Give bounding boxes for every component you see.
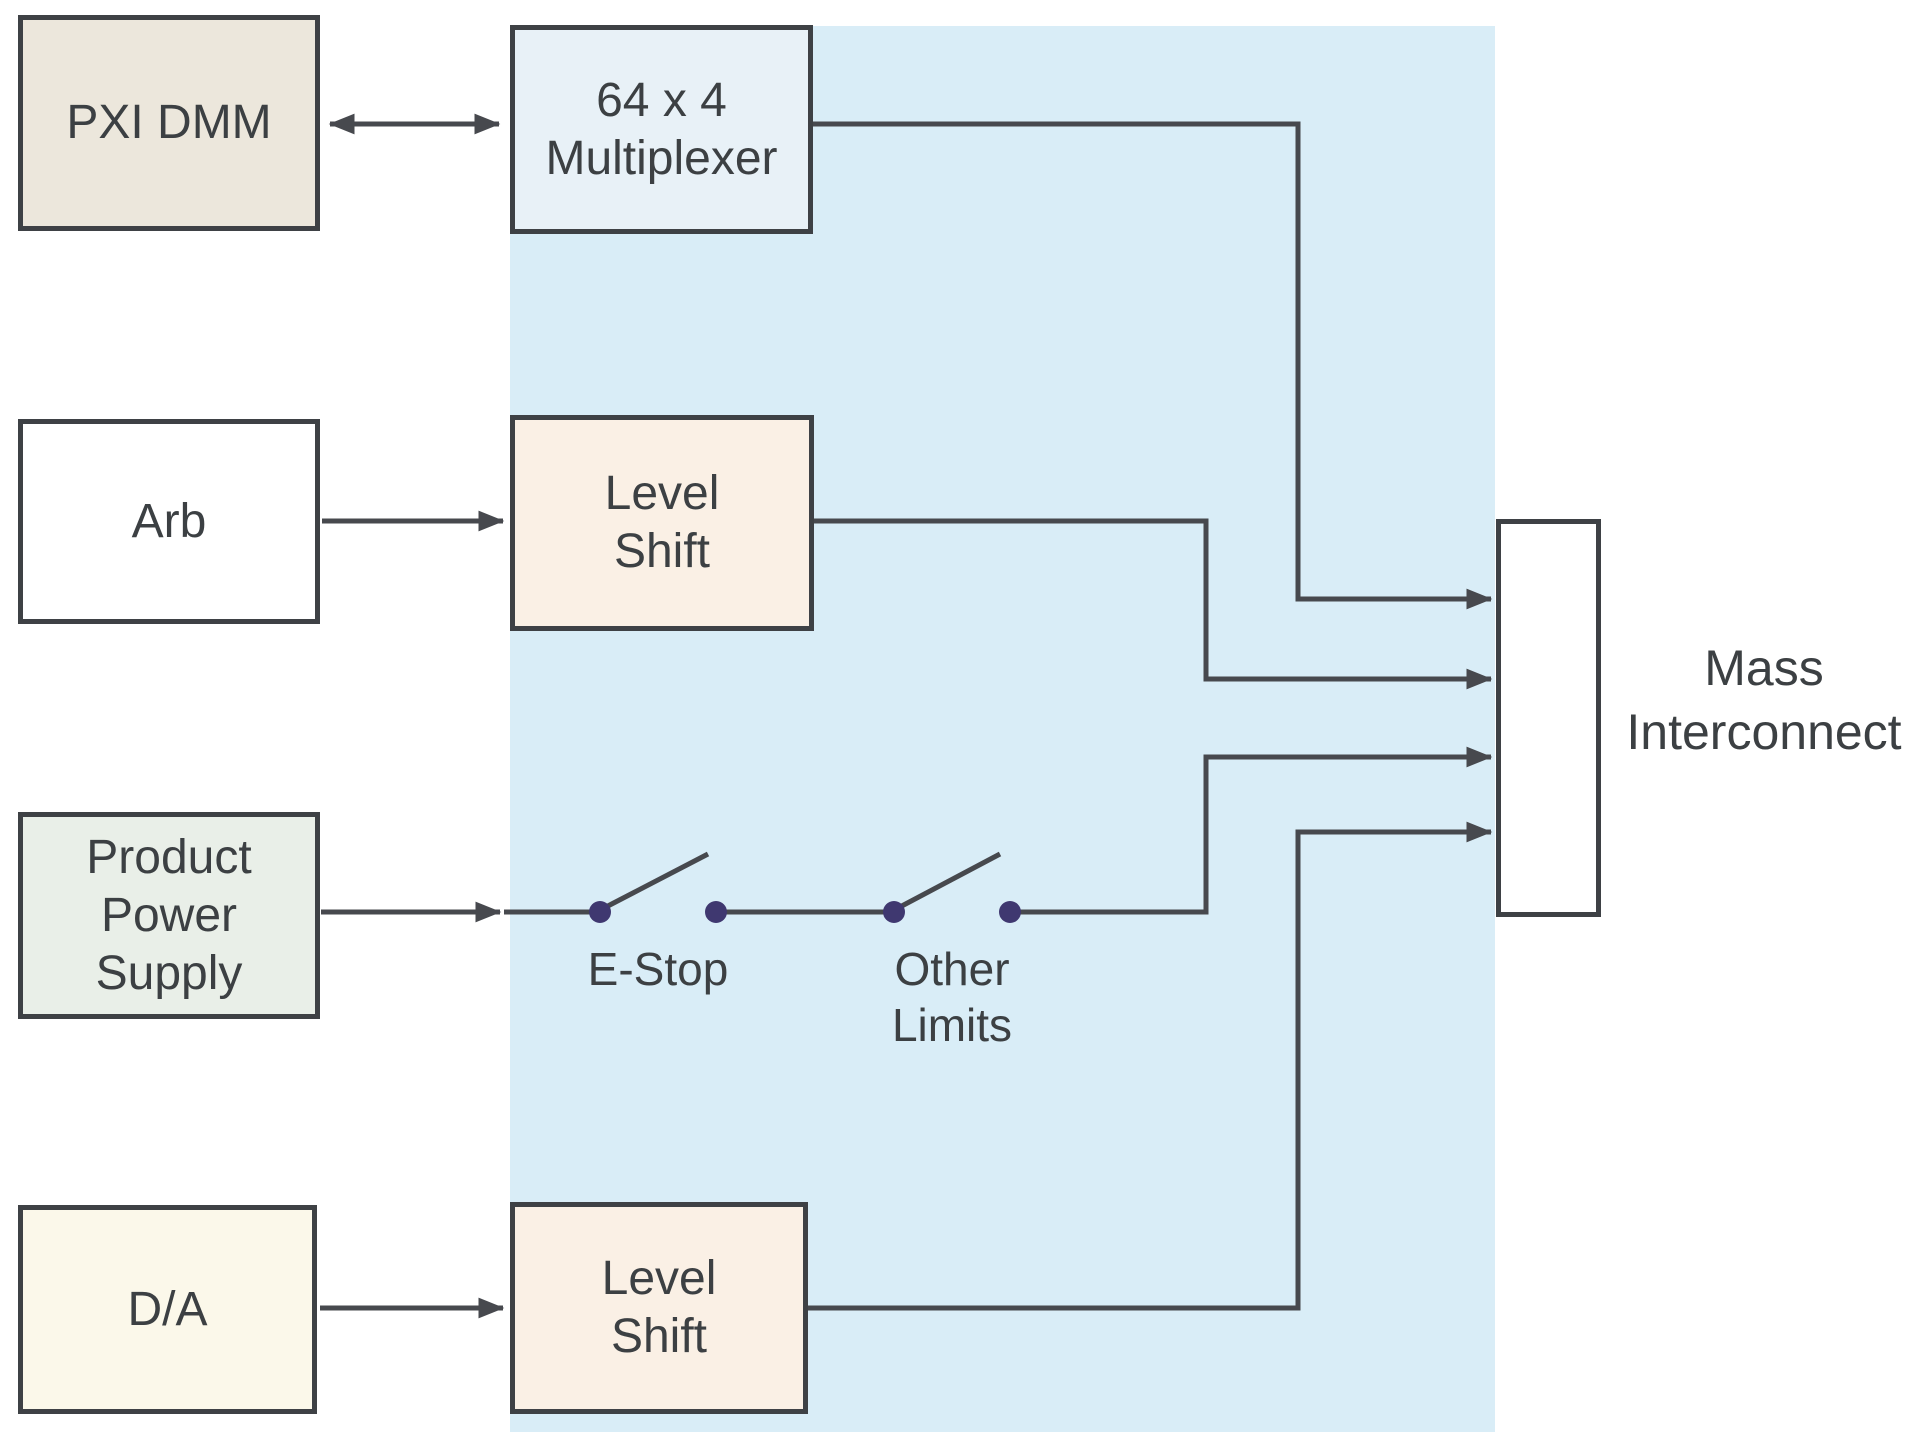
node-arb: Arb	[18, 419, 320, 624]
node-arb-label: Arb	[131, 494, 207, 548]
node-pxi-dmm: PXI DMM	[18, 15, 320, 231]
node-level-shift-bottom-label: Level Shift	[601, 1252, 717, 1363]
node-pxi-dmm-label: PXI DMM	[66, 96, 272, 149]
other-limits-switch-label: Other Limits	[891, 943, 1013, 1051]
node-level-shift-top: Level Shift	[510, 415, 814, 631]
node-multiplexer-label: 64 x 4 Multiplexer	[545, 73, 778, 185]
e-stop-switch-label: E-Stop	[587, 943, 729, 995]
node-da-label: D/A	[127, 1282, 208, 1336]
node-product-power-supply: Product Power Supply	[18, 812, 320, 1019]
node-multiplexer: 64 x 4 Multiplexer	[510, 25, 813, 234]
node-mass-interconnect	[1496, 519, 1601, 917]
node-level-shift-bottom: Level Shift	[510, 1202, 808, 1414]
node-product-power-supply-label: Product Power Supply	[86, 830, 252, 1000]
node-da: D/A	[18, 1205, 317, 1414]
node-level-shift-top-label: Level Shift	[604, 467, 720, 578]
mass-interconnect-label: Mass Interconnect	[1626, 640, 1902, 760]
